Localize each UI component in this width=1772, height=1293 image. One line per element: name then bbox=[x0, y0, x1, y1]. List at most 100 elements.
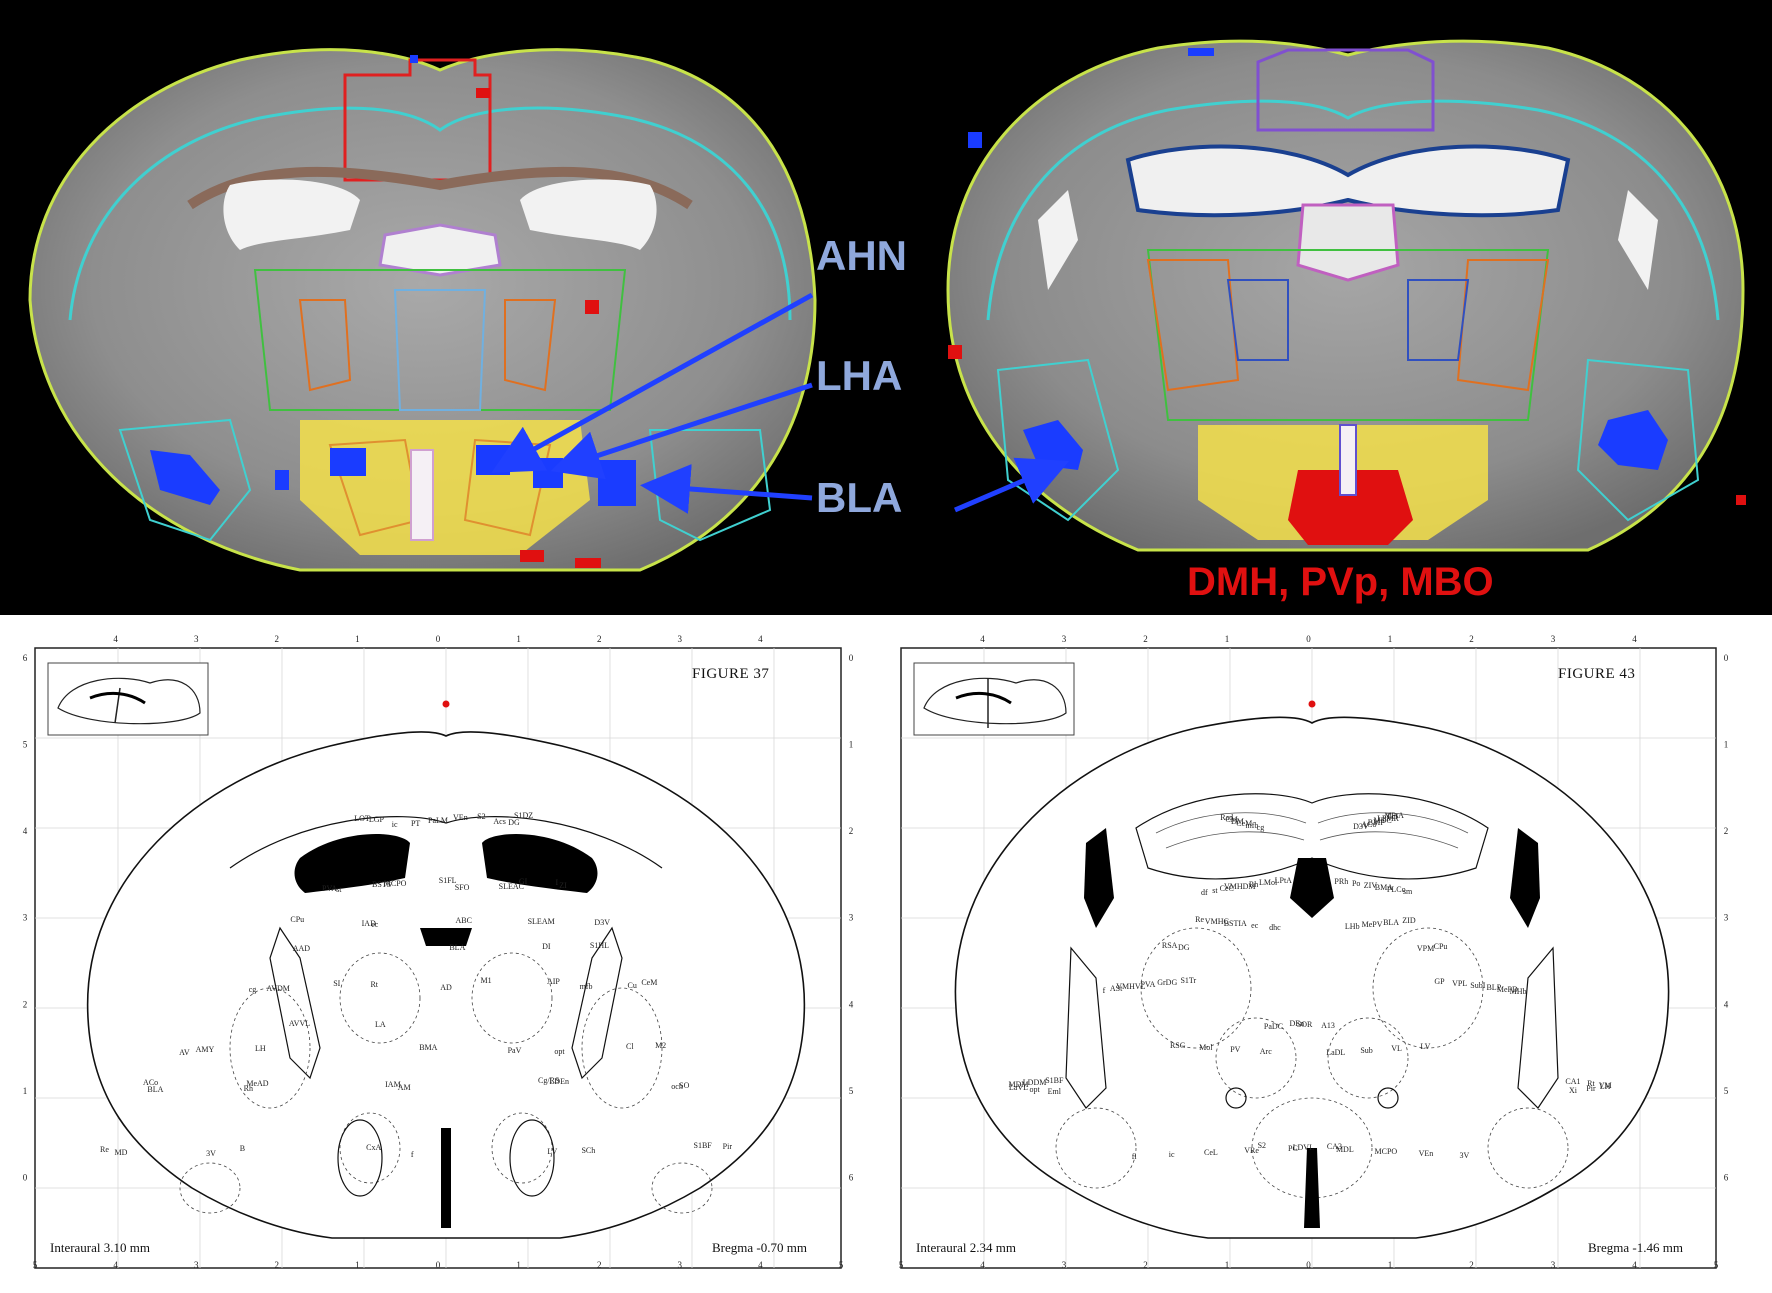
region-label: BLA bbox=[1383, 918, 1399, 927]
region-label: Sub bbox=[1360, 1046, 1372, 1055]
brain-section-outline bbox=[954, 716, 1670, 1239]
blue-region-bla-left bbox=[150, 450, 220, 505]
region-label: VMHDM bbox=[1224, 882, 1256, 891]
region-label: SFO bbox=[455, 883, 470, 892]
axis-tick-top: 1 bbox=[1225, 634, 1230, 644]
internal-capsule bbox=[1065, 946, 1559, 1109]
region-label: Mol bbox=[1199, 1043, 1213, 1052]
third-ventricle-top bbox=[378, 223, 502, 277]
lateral-ventricle-right bbox=[1618, 190, 1658, 290]
region-label: SubI bbox=[1470, 981, 1485, 990]
midline-marker bbox=[442, 700, 450, 708]
region-label: AAD bbox=[293, 944, 311, 953]
axis-tick-top: 2 bbox=[1469, 634, 1474, 644]
fornix-left bbox=[1225, 1087, 1247, 1109]
region-label: Pir bbox=[1586, 1084, 1596, 1093]
region-label: LGP bbox=[369, 815, 385, 824]
third-ventricle-top bbox=[420, 928, 472, 946]
region-label: MDM bbox=[1008, 1080, 1028, 1089]
arrow-lha bbox=[550, 382, 813, 480]
region-label: ZID bbox=[1402, 916, 1416, 925]
region-label: S1FL bbox=[439, 876, 457, 885]
region-label: Ect bbox=[1387, 812, 1398, 821]
region-label: B bbox=[240, 1144, 245, 1153]
region-label: BLA bbox=[449, 943, 465, 952]
mri-slice-right bbox=[928, 0, 1772, 615]
region-label: MDC bbox=[1374, 816, 1392, 825]
arrow-ahn bbox=[491, 292, 814, 473]
region-label: fi bbox=[1132, 1152, 1138, 1161]
axis-tick-bottom: 3 bbox=[194, 1260, 199, 1270]
axis-tick-left: 6 bbox=[23, 653, 28, 663]
midline-marker bbox=[1308, 700, 1316, 708]
axis-tick-top: 4 bbox=[1632, 634, 1637, 644]
region-label: AVDM bbox=[266, 984, 289, 993]
hippocampus bbox=[1135, 793, 1489, 880]
third-ventricle bbox=[410, 449, 434, 541]
region-label: SLEAM bbox=[528, 917, 555, 926]
figure-number: FIGURE 37 bbox=[692, 666, 770, 682]
region-label: MeAD bbox=[246, 1079, 268, 1088]
region-label: SCh bbox=[581, 1146, 595, 1155]
nucleus-outline-orange-left bbox=[1146, 259, 1240, 392]
axis-tick-right: 6 bbox=[1724, 1172, 1729, 1182]
axis-tick-top: 1 bbox=[355, 634, 360, 644]
region-label: opt bbox=[554, 1047, 565, 1056]
region-label: Cl bbox=[626, 1042, 634, 1051]
region-label: DG bbox=[1178, 943, 1190, 952]
region-label: ec bbox=[1251, 921, 1259, 930]
axis-tick-right: 5 bbox=[1724, 1086, 1729, 1096]
red-dot-left bbox=[948, 345, 962, 359]
axis-tick-right: 2 bbox=[1724, 826, 1729, 836]
region-label: MPtA bbox=[1384, 811, 1404, 820]
region-label: VL bbox=[1391, 1044, 1402, 1053]
third-ventricle bbox=[1339, 424, 1357, 496]
axis-tick-top: 3 bbox=[1062, 634, 1067, 644]
region-label: LV bbox=[1420, 1042, 1430, 1051]
region-label: st bbox=[336, 885, 342, 894]
region-label: BMA bbox=[1375, 883, 1393, 892]
region-label: df bbox=[1201, 888, 1208, 897]
dashed-nuclei bbox=[1055, 927, 1569, 1199]
cortex-boundary bbox=[68, 106, 792, 321]
axis-tick-bottom: 2 bbox=[275, 1260, 280, 1270]
region-label: LDVL bbox=[1293, 1143, 1314, 1152]
region-label: PaDC bbox=[1264, 1022, 1283, 1031]
optic-tract-left bbox=[337, 1119, 383, 1197]
region-label: Rt bbox=[1587, 1079, 1595, 1088]
brain-section-outline bbox=[86, 731, 806, 1239]
region-label: st bbox=[1212, 886, 1218, 895]
region-label: S1BF bbox=[694, 1141, 713, 1150]
region-label: AV bbox=[179, 1048, 190, 1057]
region-label: PT bbox=[411, 819, 420, 828]
region-label: LA bbox=[375, 1020, 386, 1029]
region-label: IAD bbox=[362, 919, 376, 928]
arrow-bla-right bbox=[954, 457, 1070, 513]
region-label: f bbox=[411, 1150, 414, 1159]
cingulate-region bbox=[1256, 48, 1435, 132]
axis-tick-bottom: 0 bbox=[1306, 1260, 1311, 1270]
blue-region-small-a bbox=[275, 470, 289, 490]
thalamus-boundary bbox=[253, 269, 627, 411]
region-label: ic bbox=[392, 820, 398, 829]
region-label: CM bbox=[1225, 815, 1237, 824]
atlas-plate-right: 4321012345432101234565432100123456MPtALP… bbox=[889, 628, 1772, 1288]
region-label: M1 bbox=[481, 976, 492, 985]
region-label: BLA bbox=[147, 1085, 163, 1094]
region-label: LDDM bbox=[1023, 1078, 1047, 1087]
axis-tick-bottom: 5 bbox=[33, 1260, 38, 1270]
axis-tick-bottom: 3 bbox=[1551, 1260, 1556, 1270]
region-label: CA1 bbox=[1565, 1077, 1580, 1086]
region-label: Re bbox=[100, 1145, 109, 1154]
axis-tick-bottom: 4 bbox=[758, 1260, 763, 1270]
region-label: BMP bbox=[1368, 818, 1385, 827]
axis-tick-right: 2 bbox=[849, 826, 854, 836]
inset-sagittal bbox=[47, 662, 209, 736]
region-label: VM bbox=[1599, 1081, 1612, 1090]
region-label: BLP bbox=[1486, 983, 1501, 992]
axis-tick-right: 5 bbox=[849, 1086, 854, 1096]
region-label: PaLM bbox=[428, 816, 448, 825]
axis-tick-bottom: 5 bbox=[1714, 1260, 1719, 1270]
lateral-ventricle-left bbox=[1084, 828, 1114, 928]
axis-tick-bottom: 2 bbox=[597, 1260, 602, 1270]
